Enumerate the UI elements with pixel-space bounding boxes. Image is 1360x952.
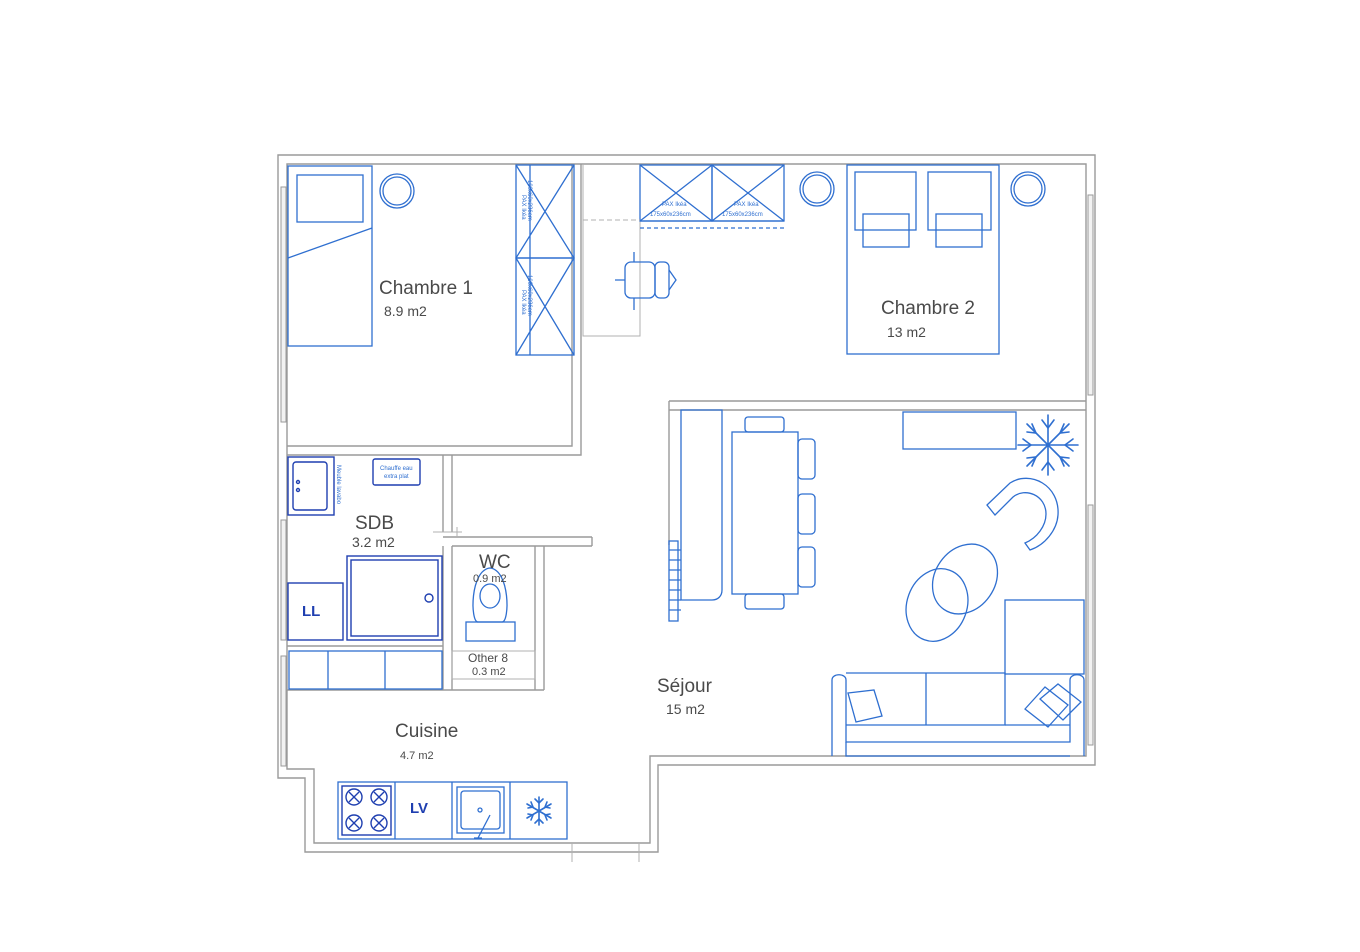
window-sdb [280, 519, 287, 641]
room-area-chambre1: 8.9 m2 [384, 303, 427, 319]
kitchen-upper-cabinets [288, 650, 443, 690]
room-name-sdb: SDB [355, 513, 394, 534]
lounge-chair [931, 543, 999, 615]
wardrobe-vertical [515, 164, 575, 356]
single-bed [287, 165, 373, 347]
room-area-sdb: 3.2 m2 [352, 534, 395, 550]
room-area-sejour: 15 m2 [666, 701, 705, 717]
room-name-wc: WC [479, 552, 511, 573]
room-name-chambre1: Chambre 1 [379, 278, 473, 299]
room-area-wc: 0.9 m2 [473, 573, 507, 585]
water-heater-label-1: Chauffe eau [380, 466, 413, 472]
wardrobe-label-2: PAX Ikéa [520, 290, 526, 315]
vanity-label: Meuble lavabo [335, 465, 341, 505]
chambre2-furniture [583, 164, 1046, 355]
lounge-chair [905, 568, 969, 642]
radiator [668, 540, 681, 622]
chambre1-furniture [287, 164, 575, 356]
room-area-cuisine: 4.7 m2 [400, 750, 434, 762]
washing-machine [287, 582, 344, 641]
wardrobe-label-1: PAX Ikéa [520, 195, 526, 220]
wardrobe-size-2: 100x60x236cm [526, 275, 532, 316]
armchair [986, 477, 1059, 551]
water-heater [372, 458, 421, 486]
sofa [831, 599, 1085, 757]
hob [341, 785, 392, 836]
wardrobe-label-3: PAX Ikéa [662, 202, 687, 208]
water-heater-label-2: extra plat [384, 474, 409, 480]
toilet [465, 567, 516, 642]
other-space [451, 650, 536, 680]
fridge-icon [526, 796, 552, 826]
desk-chair [615, 252, 677, 310]
plant-icon [1010, 171, 1046, 207]
window-sejour [1087, 504, 1094, 746]
room-name-other: Other 8 [468, 651, 508, 665]
room-area-chambre2: 13 m2 [887, 324, 926, 340]
vanity-unit [287, 456, 335, 516]
plant-icon [1017, 414, 1079, 476]
plant-icon [379, 173, 415, 209]
kitchen-sink [456, 786, 505, 834]
wardrobe-size-3: 175x60x236cm [650, 212, 691, 218]
bar-counter [680, 409, 723, 601]
wardrobe-label-4: PAX Ikéa [734, 202, 759, 208]
shower-drain [424, 593, 434, 603]
sejour-furniture [668, 409, 1085, 757]
room-name-cuisine: Cuisine [395, 721, 458, 742]
pillow [296, 174, 364, 223]
plant-icon [799, 171, 835, 207]
wardrobe-size-1: 100x60x236cm [526, 180, 532, 221]
shower-tray [346, 555, 443, 641]
washing-machine-label: LL [302, 603, 320, 620]
dining-table [731, 431, 799, 595]
dishwasher-label: LV [410, 800, 428, 817]
wardrobe-size-4: 175x60x236cm [722, 212, 763, 218]
room-name-sejour: Séjour [657, 676, 713, 697]
kitchen-counter [337, 781, 568, 840]
window-chambre2 [1087, 194, 1094, 396]
window-cuisine [280, 655, 287, 767]
room-area-other: 0.3 m2 [472, 666, 506, 678]
room-name-chambre2: Chambre 2 [881, 298, 975, 319]
double-bed [846, 164, 1000, 355]
tv-unit [902, 411, 1017, 450]
window-chambre1 [280, 186, 287, 423]
sdb-furniture [287, 456, 443, 641]
windows [280, 186, 1094, 767]
